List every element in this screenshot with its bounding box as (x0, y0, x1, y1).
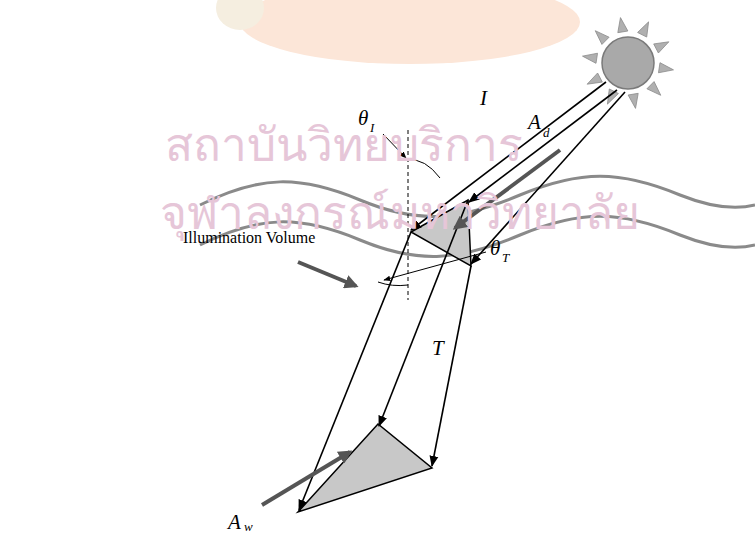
area-aw (298, 424, 432, 512)
transmitted-ray (432, 266, 471, 466)
angle-arc (378, 282, 408, 286)
angle-symbol: θ (358, 108, 368, 129)
sun-ray (583, 53, 598, 63)
sun-ray (654, 42, 669, 53)
intensity-label: I (480, 88, 487, 109)
transmitted-ray (299, 232, 411, 510)
incident-ray (471, 92, 625, 264)
area-label: A (228, 512, 241, 533)
sun-ray (638, 22, 649, 37)
sun-ray (628, 93, 638, 108)
transmittance-label: T (432, 338, 444, 359)
watermark-logo (240, 0, 580, 64)
pointer-arrow (298, 262, 356, 286)
region-label: Illumination Volume (183, 230, 315, 246)
sun-ray (587, 73, 602, 84)
sun-ray (647, 82, 661, 96)
angle-symbol: θ (490, 238, 500, 259)
area-subscript: d (543, 126, 550, 139)
watermark-crest (216, 0, 264, 30)
sun-ray (618, 18, 628, 33)
sun-ray (595, 31, 609, 45)
angle-subscript: I (370, 121, 374, 134)
angle-subscript: T (502, 251, 509, 264)
watermark-text: สถาบันวิทยบริการ (165, 122, 523, 168)
area-subscript: w (244, 520, 253, 533)
leader-line (384, 252, 486, 280)
sun-symbol (583, 18, 674, 109)
area-label: A (528, 112, 541, 133)
sun-ray (658, 63, 673, 73)
pointer-arrow (262, 452, 350, 505)
